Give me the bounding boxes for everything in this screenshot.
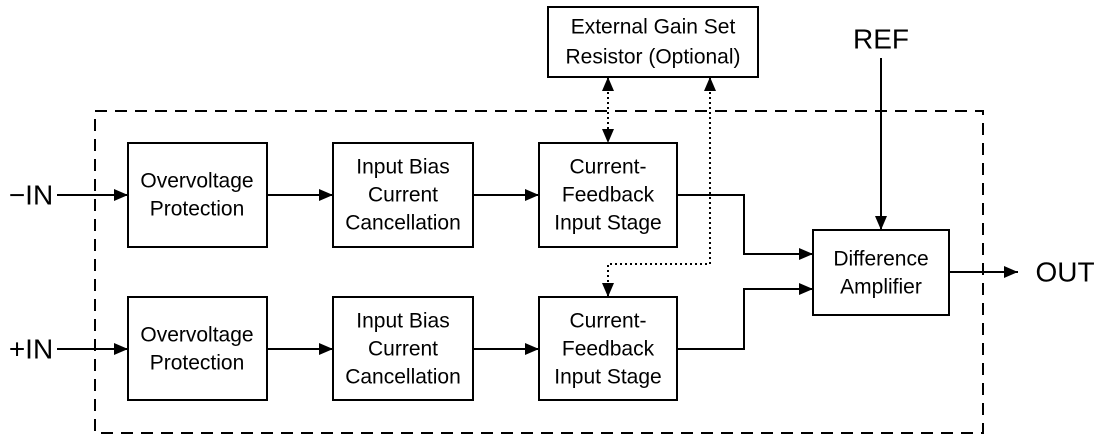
out-label: OUT (1035, 257, 1094, 288)
input-bias-cancellation-bottom-label-line1: Input Bias (356, 310, 449, 333)
current-feedback-stage-box-bottom (538, 296, 678, 401)
current-feedback-stage-top-label-line2: Feedback (562, 184, 655, 207)
cfis2-to-diffamp-wire (677, 283, 813, 350)
input-bias-cancellation-bottom-label-line2: Current (368, 338, 438, 361)
current-feedback-stage-top-label-line3: Input Stage (554, 212, 661, 235)
difference-amplifier-box (812, 229, 950, 316)
overvoltage-protection-block-bottom: Overvoltage Protection (127, 296, 268, 401)
overvoltage-protection-bottom-label-line1: Overvoltage (140, 324, 253, 347)
external-gain-resistor-label-line1: External Gain Set (571, 16, 736, 39)
overvoltage-protection-top-label-line2: Protection (150, 198, 245, 221)
input-bias-cancellation-bottom-label-line3: Cancellation (345, 366, 461, 389)
current-feedback-stage-block-top: Current- Feedback Input Stage (538, 142, 678, 248)
overvoltage-protection-top-label-line1: Overvoltage (140, 170, 253, 193)
input-bias-cancellation-block-bottom: Input Bias Current Cancellation (332, 296, 474, 401)
current-feedback-stage-box-top (538, 142, 678, 248)
difference-amplifier-block: Difference Amplifier (812, 229, 950, 316)
input-bias-cancellation-box-bottom (332, 296, 474, 401)
current-feedback-stage-bottom-label-line3: Input Stage (554, 366, 661, 389)
input-bias-cancellation-box-top (332, 142, 474, 248)
external-gain-resistor-box (547, 6, 759, 78)
overvoltage-protection-box-bottom (127, 296, 268, 401)
external-gain-resistor-label-line2: Resistor (Optional) (565, 46, 740, 69)
input-bias-cancellation-top-label-line2: Current (368, 184, 438, 207)
input-bias-cancellation-top-label-line3: Cancellation (345, 212, 461, 235)
current-feedback-stage-bottom-label-line1: Current- (569, 310, 646, 333)
ref-label: REF (853, 24, 909, 55)
overvoltage-protection-block-top: Overvoltage Protection (127, 142, 268, 248)
cfis1-to-diffamp-wire (677, 194, 813, 260)
input-bias-cancellation-top-label-line1: Input Bias (356, 156, 449, 179)
pos-in-label: +IN (9, 334, 53, 365)
difference-amplifier-label-line2: Amplifier (840, 276, 922, 299)
neg-in-label: −IN (9, 180, 53, 211)
input-bias-cancellation-block-top: Input Bias Current Cancellation (332, 142, 474, 248)
difference-amplifier-label-line1: Difference (833, 248, 928, 271)
current-feedback-stage-bottom-label-line2: Feedback (562, 338, 655, 361)
overvoltage-protection-box-top (127, 142, 268, 248)
current-feedback-stage-top-label-line1: Current- (569, 156, 646, 179)
gain-resistor-to-cfis2-dotted-wire (602, 77, 716, 297)
external-gain-resistor-block: External Gain Set Resistor (Optional) (547, 6, 759, 78)
overvoltage-protection-bottom-label-line2: Protection (150, 352, 245, 375)
current-feedback-stage-block-bottom: Current- Feedback Input Stage (538, 296, 678, 401)
